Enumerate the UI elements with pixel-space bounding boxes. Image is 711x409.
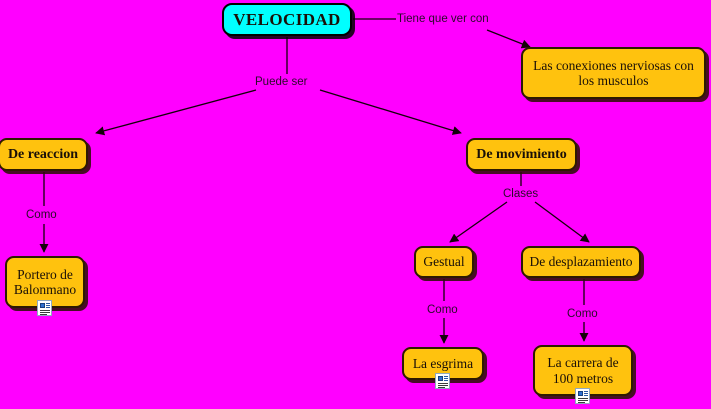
text-line-glyph [438, 387, 445, 388]
node-la-esgrima[interactable]: La esgrima [402, 347, 484, 380]
thumbnail-glyph [438, 375, 443, 381]
node-de-movimiento-label: De movimiento [476, 146, 567, 162]
thumbnail-glyph [40, 302, 45, 308]
link-label-como-desplazamiento[interactable]: Como [567, 308, 598, 320]
text-line-glyph [46, 305, 50, 306]
text-line-glyph [578, 400, 588, 401]
node-de-movimiento[interactable]: De movimiento [466, 138, 577, 171]
link-label-tiene-que-ver-con[interactable]: Tiene que ver con [397, 13, 489, 25]
link-label-como-gestual[interactable]: Como [427, 304, 458, 316]
link-label-como-gestual-text: Como [427, 304, 458, 316]
text-line-glyph [578, 402, 585, 403]
node-velocidad-label: VELOCIDAD [233, 9, 341, 29]
text-line-glyph [40, 312, 50, 313]
node-velocidad[interactable]: VELOCIDAD [222, 3, 352, 36]
edge-tiene-que-ver-con-to-conexiones [486, 29, 531, 49]
text-line-glyph [444, 378, 448, 379]
text-line-glyph [40, 314, 47, 315]
node-de-reaccion-label: De reaccion [7, 146, 79, 162]
resource-document-icon[interactable] [575, 388, 590, 404]
link-label-tiene-que-ver-con-text: Tiene que ver con [397, 13, 489, 25]
node-de-desplazamiento[interactable]: De desplazamiento [521, 246, 641, 278]
node-la-carrera-100-metros[interactable]: La carrera de 100 metros [533, 345, 633, 396]
edge-clases-to-gestual [449, 201, 508, 243]
node-la-esgrima-label: La esgrima [412, 355, 474, 371]
node-de-reaccion[interactable]: De reaccion [0, 138, 88, 171]
text-line-glyph [584, 393, 588, 394]
text-line-glyph [46, 303, 50, 304]
node-la-carrera-100-metros-label: La carrera de 100 metros [547, 355, 619, 386]
text-line-glyph [438, 383, 448, 384]
edge-puede-ser-to-de-reaccion [95, 89, 257, 136]
resource-document-icon[interactable] [435, 373, 450, 389]
link-label-puede-ser[interactable]: Puede ser [255, 76, 307, 88]
node-gestual-label: Gestual [423, 254, 465, 270]
edge-clases-to-desplazamiento [534, 201, 590, 243]
text-line-glyph [584, 391, 588, 392]
resource-document-icon[interactable] [37, 300, 52, 316]
edge-puede-ser-to-de-movimiento [319, 89, 462, 135]
thumbnail-glyph [578, 390, 583, 396]
link-label-como-reaccion[interactable]: Como [26, 209, 57, 221]
text-line-glyph [444, 376, 448, 377]
text-line-glyph [40, 310, 50, 311]
node-conexiones-nerviosas[interactable]: Las conexiones nerviosas con los musculo… [521, 47, 706, 99]
text-line-glyph [444, 380, 448, 381]
link-label-clases-text: Clases [503, 188, 539, 200]
link-label-puede-ser-text: Puede ser [255, 76, 308, 88]
text-line-glyph [584, 395, 588, 396]
text-line-glyph [438, 385, 448, 386]
node-portero-de-balonmano[interactable]: Portero de Balonmano [5, 256, 85, 308]
text-line-glyph [578, 398, 588, 399]
link-label-como-desplazamiento-text: Como [567, 308, 598, 320]
link-label-como-reaccion-text: Como [26, 209, 57, 221]
node-de-desplazamiento-label: De desplazamiento [529, 254, 633, 270]
text-line-glyph [46, 307, 50, 308]
node-portero-de-balonmano-label: Portero de Balonmano [13, 266, 77, 297]
node-gestual[interactable]: Gestual [414, 246, 474, 278]
link-label-clases[interactable]: Clases [503, 188, 538, 200]
node-conexiones-nerviosas-label: Las conexiones nerviosas con los musculo… [533, 57, 694, 88]
